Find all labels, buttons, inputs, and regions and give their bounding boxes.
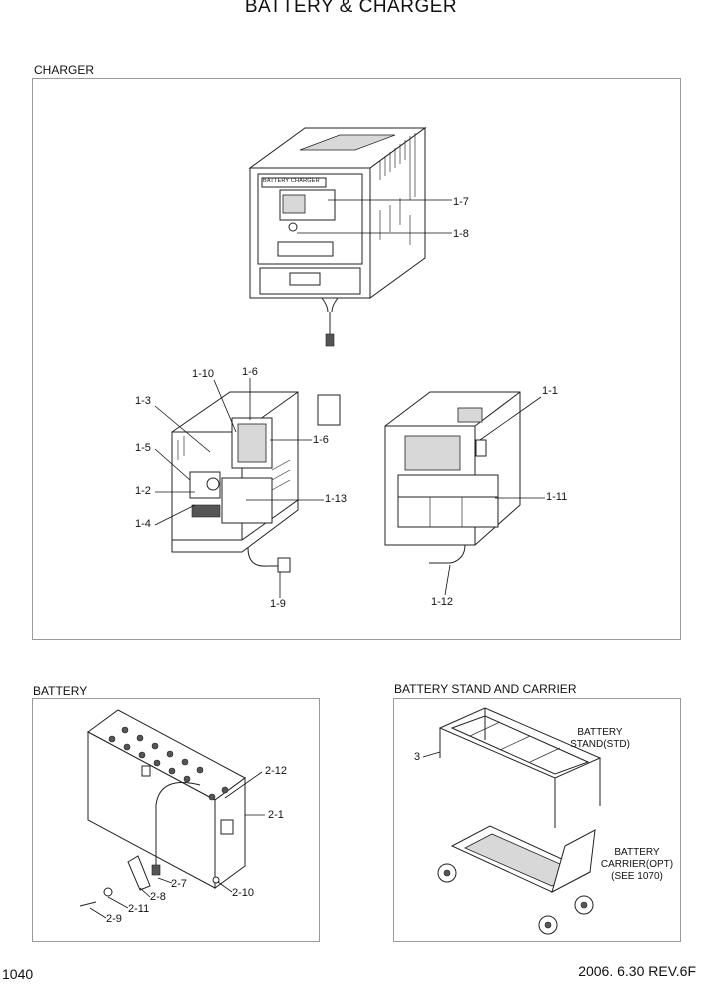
page-title: BATTERY & CHARGER (244, 0, 458, 17)
callout-1-4: 1-4 (135, 518, 151, 530)
page-number: 1040 (2, 966, 34, 982)
callout-1-6-top: 1-6 (242, 366, 258, 378)
battery-section-label: BATTERY (33, 684, 88, 698)
charger-panel-label: BATTERY CHARGER (263, 178, 320, 184)
callout-1-12: 1-12 (431, 596, 454, 608)
battery-panel (32, 698, 320, 942)
callout-2-12: 2-12 (265, 765, 288, 777)
callout-1-8: 1-8 (453, 228, 469, 240)
stand-note-line1: BATTERY (577, 727, 623, 738)
stand-panel (393, 698, 681, 942)
carrier-note-line1: BATTERY (614, 847, 660, 858)
callout-2-10: 2-10 (232, 887, 255, 899)
callout-1-10: 1-10 (192, 368, 215, 380)
callout-1-2: 1-2 (135, 485, 151, 497)
charger-interior-left-drawing (154, 378, 341, 598)
revision-info: 2006. 6.30 REV.6F (578, 963, 696, 979)
callout-2-7: 2-7 (171, 878, 187, 890)
carrier-note: BATTERY CARRIER(OPT) (SEE 1070) (595, 847, 679, 883)
callout-2-1: 2-1 (268, 809, 284, 821)
stand-note: BATTERY STAND(STD) (560, 727, 640, 751)
stand-section-label: BATTERY STAND AND CARRIER (394, 682, 577, 696)
callout-1-6-right: 1-6 (313, 434, 329, 446)
callout-2-8: 2-8 (150, 891, 166, 903)
charger-unit-drawing (248, 127, 452, 347)
callout-2-11: 2-11 (128, 903, 150, 915)
carrier-note-line2: CARRIER(OPT) (600, 859, 674, 870)
callout-1-3: 1-3 (135, 395, 151, 407)
stand-note-line2: STAND(STD) (570, 739, 630, 750)
battery-carrier-drawing (437, 825, 596, 935)
charger-panel (32, 78, 681, 640)
callout-3: 3 (414, 751, 421, 763)
callout-1-7: 1-7 (453, 196, 469, 208)
charger-section-label: CHARGER (34, 63, 95, 77)
battery-stand-drawing (422, 707, 602, 828)
callout-2-9: 2-9 (106, 913, 122, 925)
carrier-note-line3: (SEE 1070) (611, 871, 663, 882)
callout-1-11: 1-11 (546, 491, 568, 503)
charger-interior-right-drawing (384, 391, 545, 596)
callout-1-9: 1-9 (270, 598, 286, 610)
callout-1-1: 1-1 (542, 385, 558, 397)
battery-drawing (79, 709, 265, 919)
callout-1-5: 1-5 (135, 442, 151, 454)
callout-1-13: 1-13 (325, 493, 348, 505)
